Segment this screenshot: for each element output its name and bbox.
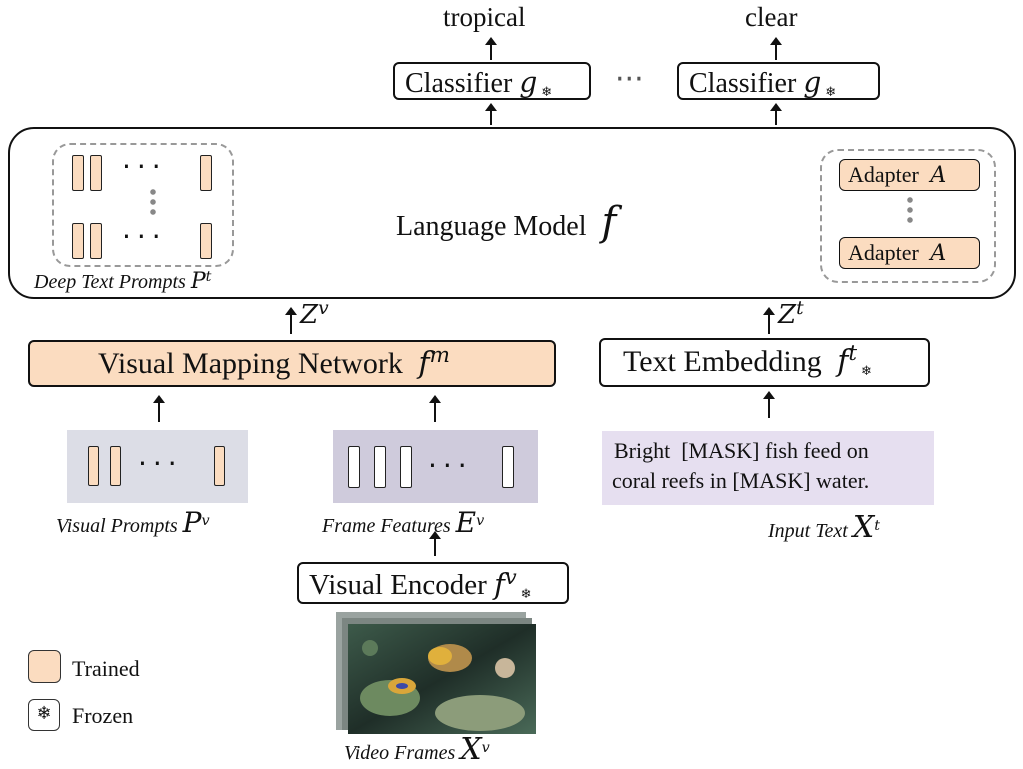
video-frames-stack: [336, 612, 536, 734]
adapter-box-top: Adapter A: [839, 159, 980, 191]
prompt-dots-bottom: ···: [122, 220, 167, 253]
prompt-token: [90, 155, 102, 191]
snowflake-icon: ❄: [861, 364, 872, 379]
visual-prompt-token: [88, 446, 99, 486]
visual-mapping-network-box: Visual Mapping Network fm: [28, 340, 556, 387]
language-model-label: Language Model f: [396, 199, 617, 245]
snowflake-icon: ❄: [541, 85, 553, 100]
prompt-token: [200, 155, 212, 191]
arrow-prompts-to-mapping: [153, 395, 165, 422]
classifier-box-left: Classifier g❄: [393, 62, 591, 100]
visual-prompt-token: [214, 446, 225, 486]
legend-trained-label: Trained: [72, 656, 140, 681]
visual-prompt-dots: ···: [138, 447, 183, 480]
prompt-token: [90, 223, 102, 259]
deep-text-prompts-label: Deep Text Prompts Pt: [34, 268, 212, 294]
arrow-encoder-to-features: [429, 531, 441, 556]
visual-encoder-box: Visual Encoder fv❄: [297, 562, 569, 604]
arrow-zv: [285, 307, 297, 334]
input-text-label: Input Text Xt: [768, 510, 880, 545]
arrow-lm-to-classifier2: [770, 103, 782, 125]
adapter-group: [820, 149, 996, 283]
frame-features-label: Frame Features Ev: [322, 506, 485, 539]
classifier-box-right: Classifier g❄: [677, 62, 880, 100]
classifier-label: Classifier: [689, 68, 797, 99]
snowflake-icon: ❄: [825, 85, 837, 100]
output-tropical: tropical: [443, 2, 526, 32]
prompt-dots-vertical: [150, 187, 156, 219]
text-embedding-box: Text Embedding ft❄: [599, 338, 930, 387]
arrow-features-to-mapping: [429, 395, 441, 422]
arrow-zt: [763, 307, 775, 334]
frame-feature-token: [374, 446, 386, 488]
prompt-token: [72, 155, 84, 191]
frame-feature-token: [502, 446, 514, 488]
prompt-dots-top: ···: [122, 150, 167, 183]
legend-frozen-swatch: ❄: [28, 699, 60, 731]
video-frames-label: Video Frames Xv: [344, 732, 490, 767]
classifier-symbol: g: [519, 66, 538, 99]
snowflake-icon: ❄: [520, 587, 532, 602]
input-text-panel: [602, 431, 934, 505]
classifier-ellipsis: ···: [615, 62, 644, 97]
deep-text-prompts-group: [52, 143, 234, 267]
arrow-classifier1-out: [485, 37, 497, 60]
classifier-label: Classifier: [405, 68, 513, 99]
adapter-box-bottom: Adapter A: [839, 237, 980, 269]
arrow-text-to-embedding: [763, 391, 775, 418]
legend-frozen-label: Frozen: [72, 703, 134, 728]
visual-prompt-token: [110, 446, 121, 486]
visual-prompts-label: Visual Prompts Pv: [56, 506, 210, 539]
frame-feature-token: [348, 446, 360, 488]
prompt-token: [72, 223, 84, 259]
frame-feature-token: [400, 446, 412, 488]
classifier-symbol: g: [803, 66, 822, 99]
language-model-box: ··· ··· Deep Text Prompts Pt Language Mo…: [8, 127, 1016, 299]
frame-feature-dots: ···: [428, 449, 473, 482]
output-clear: clear: [745, 2, 798, 32]
prompt-token: [200, 223, 212, 259]
input-text-line1: Bright [MASK] fish feed on: [614, 438, 869, 463]
zv-label: Zv: [300, 297, 329, 330]
zt-label: Zt: [778, 297, 804, 330]
snowflake-icon: ❄: [36, 703, 52, 724]
arrow-lm-to-classifier1: [485, 103, 497, 125]
input-text-line2: coral reefs in [MASK] water.: [612, 468, 870, 493]
adapter-dots-vertical: [907, 195, 913, 227]
legend-trained-swatch: [28, 650, 61, 683]
arrow-classifier2-out: [770, 37, 782, 60]
